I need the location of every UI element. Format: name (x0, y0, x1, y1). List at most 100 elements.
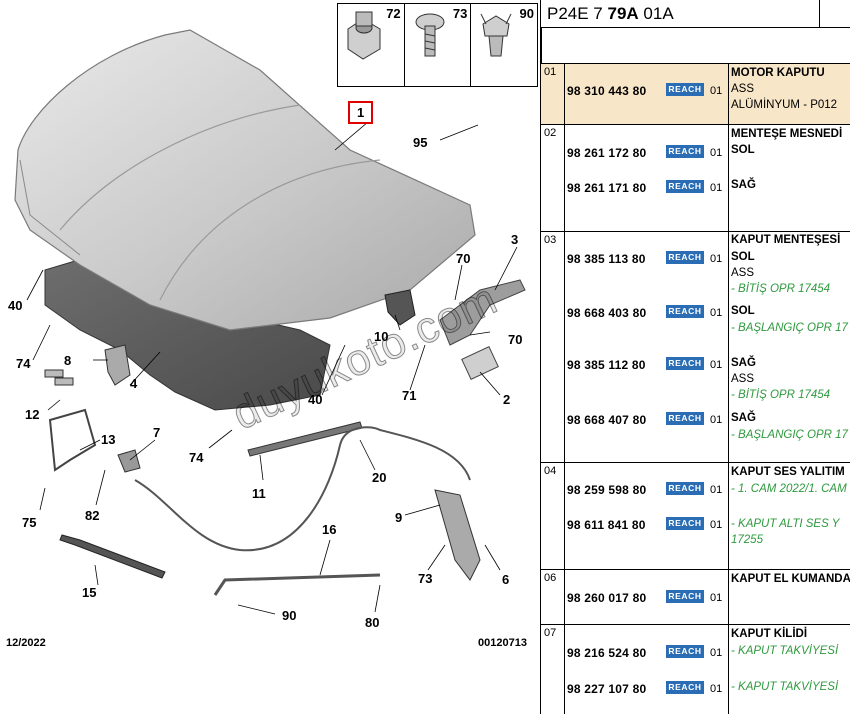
catalog-header: P24E 7 79A 01A (541, 0, 850, 28)
part-note: 17255 (731, 534, 763, 546)
parts-group-01: 01 98 310 443 80 REACH 01 MOTOR KAPUTU A… (541, 63, 850, 124)
part-row[interactable]: 98 385 113 80 REACH 01 (541, 250, 850, 266)
part-number[interactable]: 98 668 407 80 (567, 413, 647, 427)
reach-badge: REACH (666, 482, 704, 495)
part-note: - KAPUT TAKVİYESİ (731, 681, 839, 693)
part-description: SAĞ (731, 357, 756, 369)
part-row[interactable]: 98 668 403 80 REACH 01 (541, 304, 850, 320)
part-quantity: 01 (710, 414, 723, 426)
latch-bracket (104, 344, 131, 386)
support-bracket (384, 289, 416, 326)
callout-10: 10 (374, 329, 389, 344)
parts-group-02: 02 98 261 172 80 REACH 01 98 261 171 80 … (541, 124, 850, 231)
part-description: ASS (731, 373, 755, 385)
callout-9: 9 (395, 510, 403, 525)
part-description: KAPUT SES YALITIM (731, 466, 845, 478)
group-sequence: 06 (544, 572, 557, 584)
reach-badge: REACH (666, 412, 704, 425)
part-number[interactable]: 98 611 841 80 (567, 518, 646, 532)
part-number[interactable]: 98 385 112 80 (567, 358, 646, 372)
callout-20: 20 (372, 470, 387, 485)
callout-16: 16 (322, 522, 337, 537)
callout-12: 12 (25, 407, 40, 422)
hood-hinge (439, 279, 526, 346)
reach-badge: REACH (666, 645, 704, 658)
part-quantity: 01 (710, 647, 723, 659)
part-quantity: 01 (710, 683, 723, 695)
callout-7: 7 (153, 425, 161, 440)
part-row[interactable]: 98 227 107 80 REACH 01 (541, 680, 850, 696)
part-quantity: 01 (710, 182, 723, 194)
part-row[interactable]: 98 310 443 80 REACH 01 (541, 82, 850, 98)
part-description: SOL (731, 305, 755, 317)
part-note: - BİTİŞ OPR 17454 (731, 389, 831, 401)
part-number[interactable]: 98 385 113 80 (567, 252, 646, 266)
support-frame (48, 408, 97, 472)
part-quantity: 01 (710, 85, 723, 97)
part-row[interactable]: 98 611 841 80 REACH 01 (541, 516, 850, 532)
group-sequence: 02 (544, 127, 557, 139)
reach-badge: REACH (666, 681, 704, 694)
part-number[interactable]: 98 260 017 80 (567, 591, 647, 605)
callout-11: 11 (252, 486, 266, 501)
part-row[interactable]: 98 385 112 80 REACH 01 (541, 356, 850, 372)
parts-group-07: 07 98 216 524 80 REACH 01 98 227 107 80 … (541, 624, 850, 714)
callout-71: 71 (402, 388, 417, 403)
part-row[interactable]: 98 261 171 80 REACH 01 (541, 179, 850, 195)
part-description: SOL (731, 251, 755, 263)
hardware-box-90: 90 (471, 4, 537, 86)
part-description: ASS (731, 267, 755, 279)
part-note: - BAŞLANGIÇ OPR 17 (731, 429, 848, 441)
parts-group-03: 03 98 385 113 80 REACH 01 98 668 403 80 … (541, 231, 850, 462)
callout-40: 40 (308, 392, 323, 407)
hood-latch (117, 449, 141, 473)
parts-group-06: 06 98 260 017 80 REACH 01 KAPUT EL KUMAN… (541, 569, 850, 624)
part-number[interactable]: 98 261 171 80 (567, 181, 647, 195)
part-row[interactable]: 98 260 017 80 REACH 01 (541, 589, 850, 605)
part-description: MOTOR KAPUTU (731, 67, 825, 79)
callout-15: 15 (82, 585, 97, 600)
part-description: KAPUT EL KUMANDA (731, 573, 850, 585)
release-lever (434, 489, 481, 581)
part-quantity: 01 (710, 147, 723, 159)
part-number[interactable]: 98 668 403 80 (567, 306, 647, 320)
hardware-number: 73 (452, 6, 468, 21)
part-number[interactable]: 98 259 598 80 (567, 483, 647, 497)
screw-icon (415, 13, 445, 57)
part-number[interactable]: 98 310 443 80 (567, 84, 647, 98)
reach-badge: REACH (666, 357, 704, 370)
part-row[interactable]: 98 216 524 80 REACH 01 (541, 644, 850, 660)
release-cable-lower (213, 573, 381, 596)
catalog-code: P24E 7 79A 01A (547, 4, 674, 24)
catalog-code-prefix: P24E 7 (547, 4, 608, 23)
reach-badge: REACH (666, 590, 704, 603)
catalog-code-suffix: 01A (638, 4, 674, 23)
part-quantity: 01 (710, 307, 723, 319)
part-row[interactable]: 98 259 598 80 REACH 01 (541, 481, 850, 497)
part-description: ASS (731, 83, 755, 95)
group-sequence: 01 (544, 66, 557, 78)
callout-95: 95 (413, 135, 428, 150)
hex-nut-icon (347, 11, 381, 60)
part-row[interactable]: 98 668 407 80 REACH 01 (541, 411, 850, 427)
part-quantity: 01 (710, 484, 723, 496)
part-number[interactable]: 98 261 172 80 (567, 146, 647, 160)
callout-73: 73 (418, 571, 433, 586)
callout-90: 90 (282, 608, 297, 623)
diagram-drawing (14, 29, 526, 615)
callout-3: 3 (511, 232, 519, 247)
front-seal-strip (59, 534, 166, 579)
callout-1: 1 (348, 101, 374, 124)
part-number[interactable]: 98 227 107 80 (567, 682, 647, 696)
callout-74: 74 (189, 450, 204, 465)
part-row[interactable]: 98 261 172 80 REACH 01 (541, 144, 850, 160)
reach-badge: REACH (666, 180, 704, 193)
part-number[interactable]: 98 216 524 80 (567, 646, 647, 660)
part-quantity: 01 (710, 359, 723, 371)
callout-40: 40 (8, 298, 23, 313)
part-quantity: 01 (710, 253, 723, 265)
callout-2: 2 (503, 392, 511, 407)
group-sequence: 07 (544, 627, 557, 639)
part-description: SAĞ (731, 179, 756, 191)
part-description: KAPUT KİLİDİ (731, 628, 808, 640)
